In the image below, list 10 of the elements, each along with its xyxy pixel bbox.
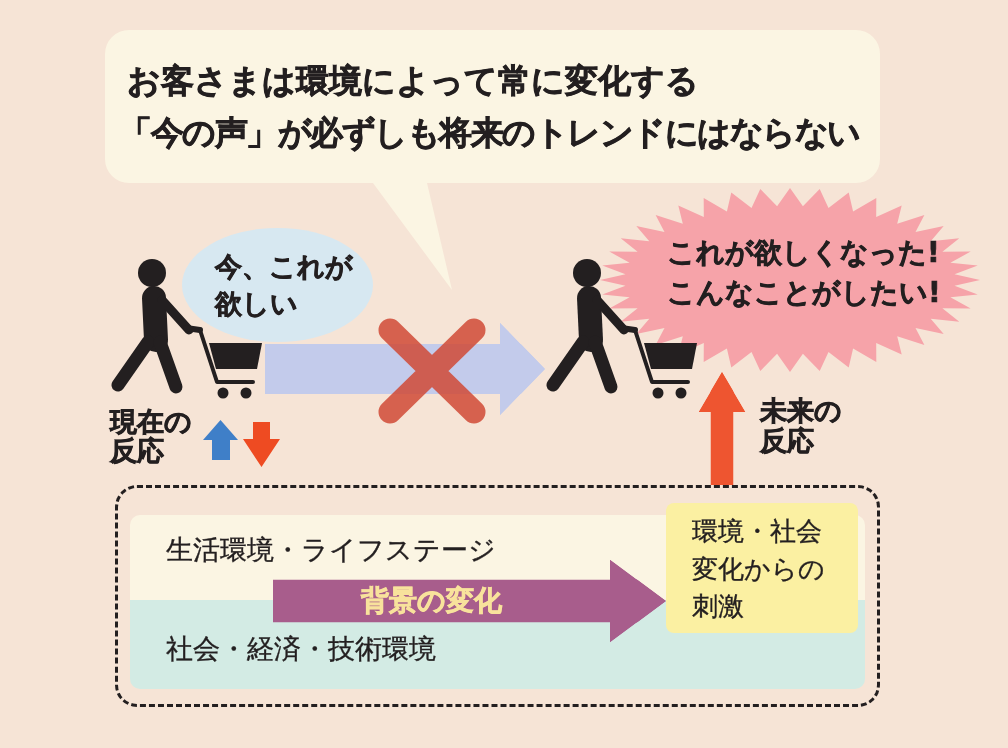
starburst: これが欲しくなった!こんなことがしたい! xyxy=(600,188,980,372)
thought-bubble: 今、これが欲しい xyxy=(182,228,373,342)
bubble-text: 「今の声」が必ずしも将来のトレンドにはならない xyxy=(119,112,860,154)
bubble-text: お客さまは環境によって常に変化する xyxy=(127,60,699,102)
block-arrow xyxy=(698,372,746,485)
dashed-frame xyxy=(115,485,880,707)
edge-label: 未来の反応 xyxy=(760,396,844,456)
note-box: 環境・社会変化からの刺激 xyxy=(666,503,858,633)
text-label: 現在の反応 xyxy=(110,407,193,465)
block-arrow xyxy=(265,322,545,416)
